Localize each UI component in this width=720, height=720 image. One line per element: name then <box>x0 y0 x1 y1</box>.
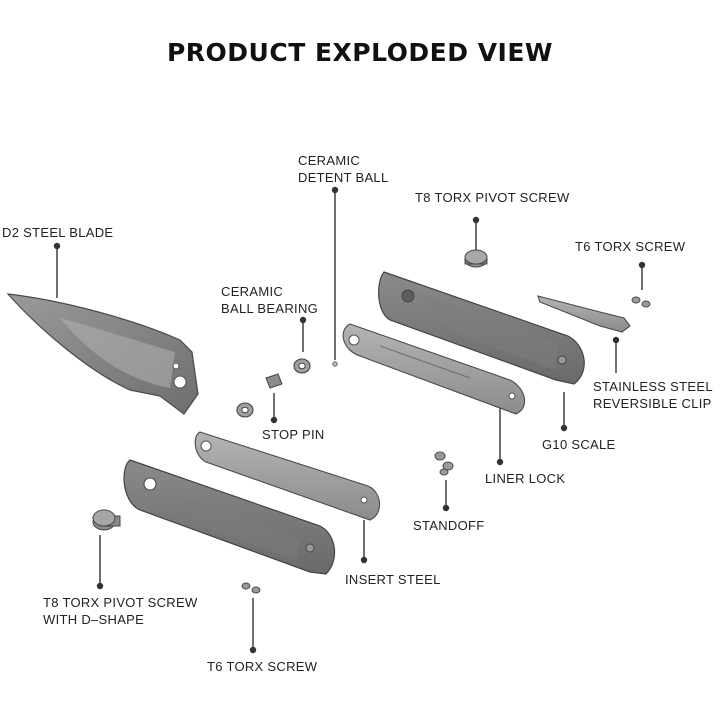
t8-pivot-screw-part <box>464 249 488 268</box>
leader-ball-bearing <box>299 316 307 352</box>
page-title: PRODUCT EXPLODED VIEW <box>166 38 554 67</box>
ceramic-ball-bearing <box>236 358 311 418</box>
leader-standoff <box>442 480 450 512</box>
label-t8-pivot-screw-dshape: T8 TORX PIVOT SCREW WITH D–SHAPE <box>43 594 198 628</box>
label-line: STAINLESS STEEL <box>593 379 713 394</box>
label-line: CERAMIC <box>221 284 284 299</box>
label-ceramic-detent-ball: CERAMIC DETENT BALL <box>298 152 388 186</box>
liner-lock <box>342 323 526 415</box>
t6-torx-screw-bottom-part <box>241 582 261 594</box>
label-t6-torx-screw-bottom: T6 TORX SCREW <box>207 659 318 674</box>
label-line: WITH D–SHAPE <box>43 612 145 627</box>
ceramic-detent-ball <box>332 361 338 367</box>
leader-t6-screw-top <box>638 261 646 290</box>
label-line: REVERSIBLE CLIP <box>593 396 712 411</box>
label-line: CERAMIC <box>298 153 361 168</box>
d2-steel-blade <box>6 293 199 415</box>
label-standoff: STANDOFF <box>413 518 485 533</box>
stop-pin <box>265 373 283 389</box>
g10-scale-bottom <box>123 459 336 575</box>
label-liner-lock: LINER LOCK <box>485 471 566 486</box>
leader-t8-pivot-screw <box>472 216 480 250</box>
g10-scale <box>378 271 585 385</box>
leader-insert-steel <box>360 520 368 564</box>
leader-stainless-clip <box>612 336 620 373</box>
label-d2-steel-blade: D2 STEEL BLADE <box>2 225 114 240</box>
leader-liner-lock <box>496 408 504 466</box>
stainless-steel-clip <box>537 295 631 333</box>
label-ceramic-ball-bearing: CERAMIC BALL BEARING <box>221 283 318 317</box>
standoff-part <box>434 451 454 476</box>
label-t8-pivot-screw: T8 TORX PIVOT SCREW <box>415 190 570 205</box>
label-t6-torx-screw-top: T6 TORX SCREW <box>575 239 686 254</box>
leader-g10-scale <box>560 392 568 432</box>
leader-stop-pin <box>270 393 278 424</box>
label-stop-pin: STOP PIN <box>262 427 325 442</box>
label-stainless-steel-clip: STAINLESS STEEL REVERSIBLE CLIP <box>593 378 713 412</box>
leader-detent-ball <box>331 186 339 360</box>
t8-pivot-screw-dshape-part <box>92 509 121 531</box>
label-g10-scale: G10 SCALE <box>542 437 616 452</box>
label-insert-steel: INSERT STEEL <box>345 572 441 587</box>
label-line: DETENT BALL <box>298 170 389 185</box>
leader-d2-blade <box>53 242 61 298</box>
insert-steel <box>194 431 381 521</box>
label-line: BALL BEARING <box>221 301 319 316</box>
leader-t6-screw-bottom <box>249 598 257 654</box>
t6-torx-screw-top-part <box>631 296 651 308</box>
label-line: T8 TORX PIVOT SCREW <box>43 595 198 610</box>
leader-t8-dshape <box>96 535 104 590</box>
